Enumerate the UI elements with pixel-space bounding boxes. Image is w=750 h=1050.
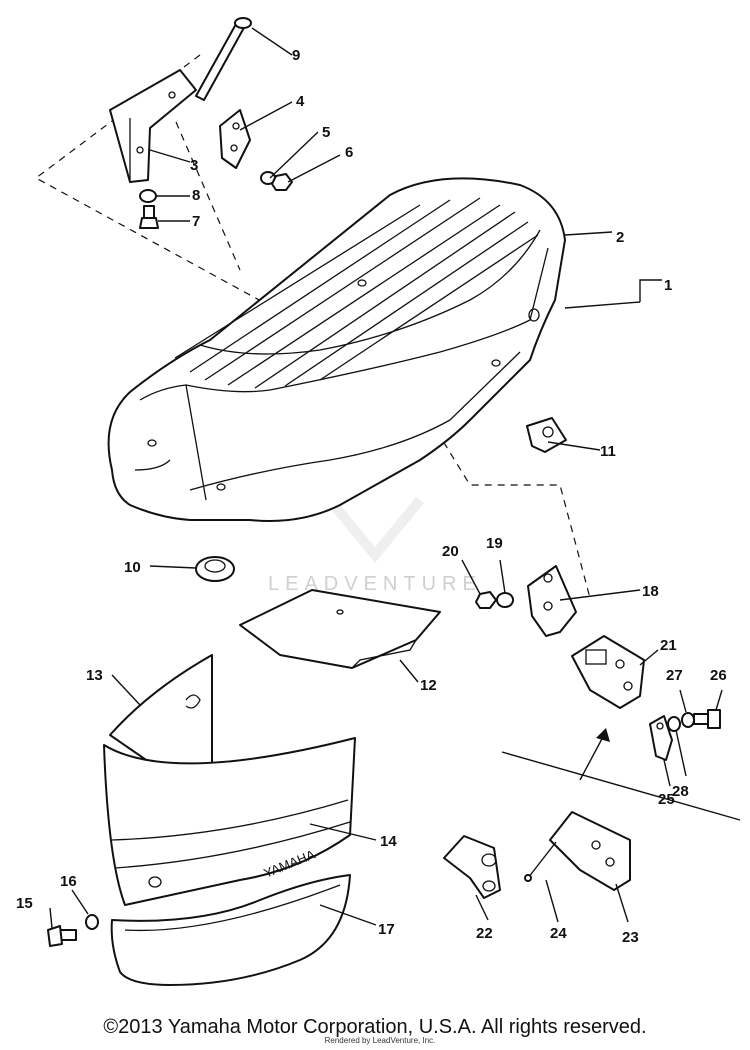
- seat-bracket-part: [109, 69, 197, 183]
- latch-bracket-part: [549, 811, 631, 891]
- copyright-notice: ©2013 Yamaha Motor Corporation, U.S.A. A…: [103, 1016, 647, 1038]
- part-label-14: 14: [380, 833, 397, 850]
- part-label-15: 15: [16, 895, 33, 912]
- part-label-4: 4: [296, 93, 305, 110]
- render-credit: Rendered by LeadVenture, Inc.: [324, 1036, 436, 1045]
- hinge-washer-small-part: [681, 712, 695, 728]
- hinge-bolt-part: [693, 709, 721, 729]
- part-label-9: 9: [292, 47, 300, 64]
- part-label-1: 1: [664, 277, 672, 294]
- part-label-24: 24: [550, 925, 567, 942]
- part-label-25: 25: [658, 791, 675, 808]
- hinge-washer-part: [496, 592, 514, 608]
- part-label-5: 5: [322, 124, 330, 141]
- part-label-26: 26: [710, 667, 727, 684]
- part-label-8: 8: [192, 187, 200, 204]
- hinge-nut-part: [475, 591, 497, 609]
- hinge-plate-part: [219, 109, 251, 169]
- part-label-28: 28: [672, 783, 689, 800]
- latch-part: [443, 835, 501, 899]
- nut-part: [271, 173, 293, 191]
- cover-washer-part: [85, 914, 99, 930]
- cover-bolt-part: [47, 925, 77, 947]
- hinge-link-part: [649, 715, 673, 761]
- latch-pin-part: [524, 841, 557, 882]
- seat-clip-part: [526, 417, 567, 453]
- part-label-12: 12: [420, 677, 437, 694]
- trim-part: [110, 874, 351, 986]
- part-label-6: 6: [345, 144, 353, 161]
- part-label-7: 7: [192, 213, 200, 230]
- part-label-21: 21: [660, 637, 677, 654]
- seat-assembly: [107, 177, 566, 522]
- long-bolt-part: [195, 17, 252, 101]
- part-label-11: 11: [600, 443, 616, 460]
- hinge-spacer-part: [667, 716, 681, 732]
- install-arrow: [501, 728, 741, 821]
- cover-front-part: YAMAHA: [103, 737, 356, 906]
- leader-lines: [49, 27, 723, 929]
- part-label-10: 10: [124, 559, 141, 576]
- part-label-19: 19: [486, 535, 503, 552]
- part-label-22: 22: [476, 925, 493, 942]
- part-label-18: 18: [642, 583, 659, 600]
- part-label-3: 3: [190, 157, 198, 174]
- part-label-2: 2: [616, 229, 624, 246]
- damper-part: [195, 556, 235, 582]
- part-label-27: 27: [666, 667, 683, 684]
- collar-part: [139, 189, 157, 203]
- part-label-13: 13: [86, 667, 103, 684]
- part-number-labels: 9 4 5 6 3 8 7 2 1 11 10 12 13 14 15 16 1…: [16, 47, 727, 946]
- bolt-small-part: [139, 205, 159, 229]
- part-label-20: 20: [442, 543, 459, 560]
- hinge-upper-part: [527, 565, 577, 637]
- part-label-23: 23: [622, 929, 639, 946]
- watermark-text: LEADVENTURE: [268, 573, 482, 595]
- hinge-body-part: [571, 635, 645, 709]
- part-label-17: 17: [378, 921, 395, 938]
- tray-part: [239, 589, 441, 669]
- part-label-16: 16: [60, 873, 77, 890]
